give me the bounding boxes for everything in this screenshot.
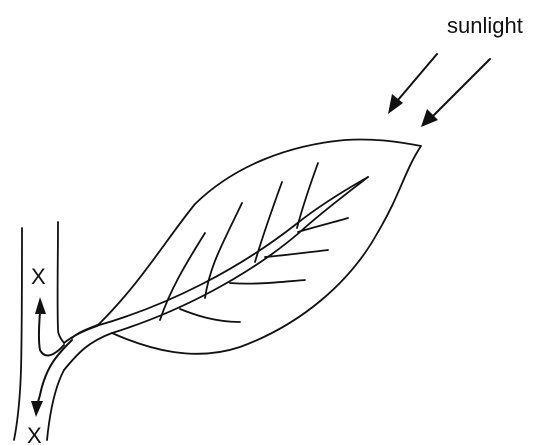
leaf-stalk [64,324,112,370]
sunlight-arrow-left [388,54,437,114]
sunlight-arrows [388,54,490,127]
leaf-midrib [96,177,368,333]
stem-right-edge [58,222,64,343]
leaf-veins [160,163,348,322]
sunlight-label: sunlight [447,13,523,38]
x-label-lower: X [27,423,42,445]
stem-right-lower-edge [47,370,64,440]
sunlight-arrow-right [421,59,490,127]
x-label-upper: X [31,264,46,289]
arrow-up-x [35,297,64,355]
stem-left-edge [14,228,22,440]
